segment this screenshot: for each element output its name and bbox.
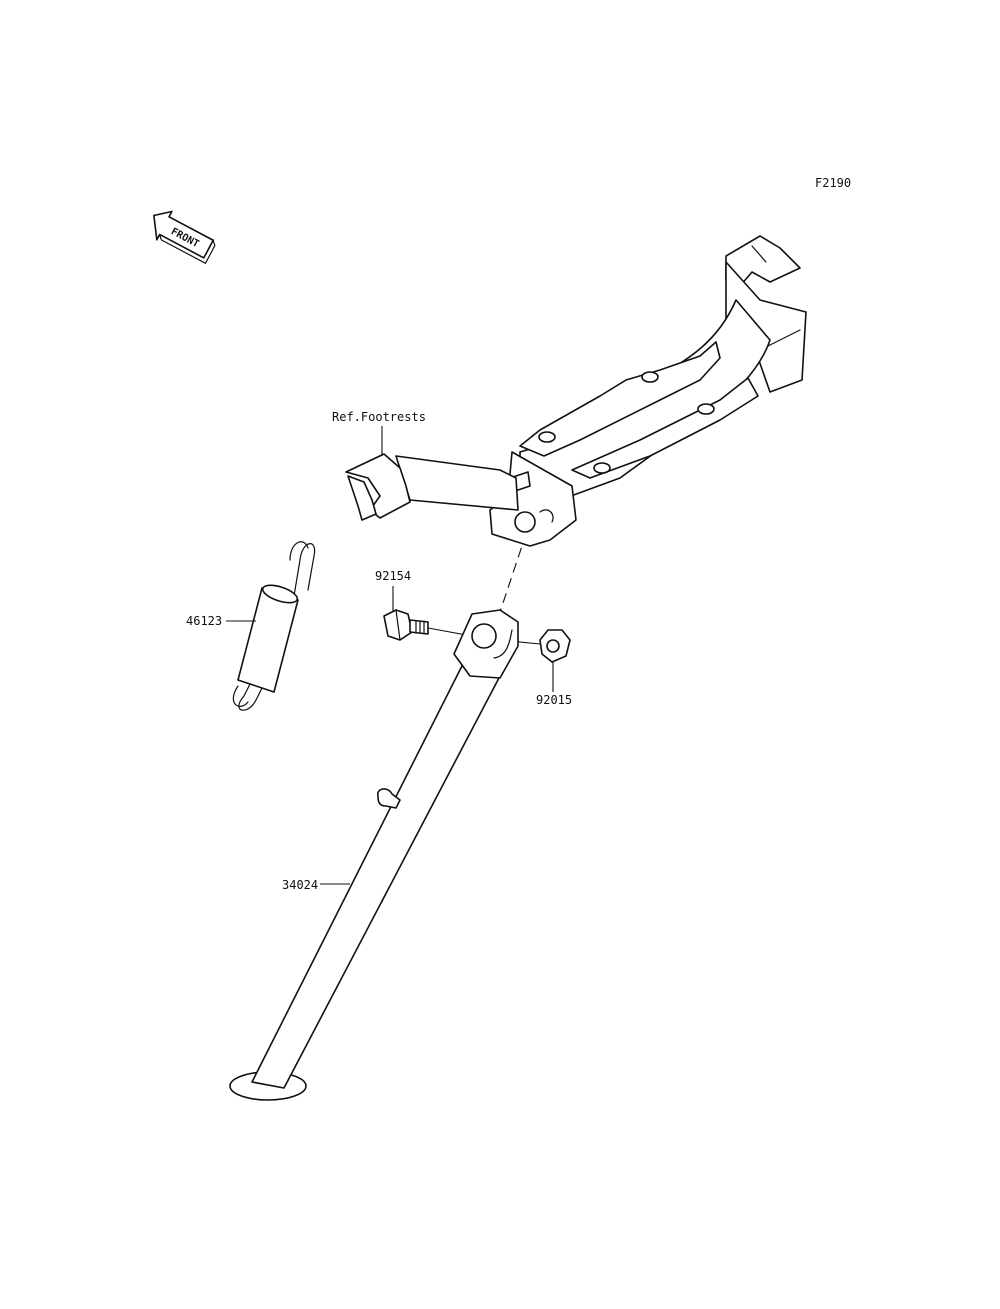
stand-label: 34024	[282, 878, 318, 892]
footrest-bracket	[345, 235, 807, 547]
bolt-part	[383, 609, 429, 641]
nut-part	[539, 629, 571, 663]
ref-footrests-label: Ref.Footrests	[332, 410, 426, 424]
bolt-label: 92154	[375, 569, 411, 583]
side-stand-part	[229, 609, 519, 1101]
front-arrow-icon: FRONT	[153, 210, 216, 265]
figure-code: F2190	[815, 176, 851, 190]
spring-label: 46123	[186, 614, 222, 628]
spring-part	[232, 541, 316, 711]
assembly-line	[497, 545, 523, 619]
nut-label: 92015	[536, 693, 572, 707]
